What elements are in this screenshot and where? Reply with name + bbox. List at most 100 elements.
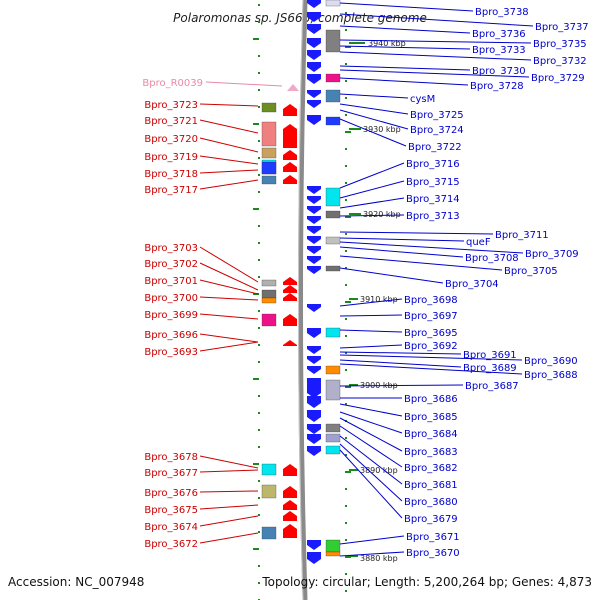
label-leader-line [339, 354, 523, 361]
label-leader-line [339, 13, 534, 27]
reverse-gene-label[interactable]: Bpro_3719 [144, 152, 198, 163]
forward-gene-label[interactable]: Bpro_3697 [404, 311, 458, 322]
forward-gene-block [325, 423, 341, 433]
right-tick [345, 522, 347, 524]
forward-gene-block [325, 433, 341, 443]
left-tick [258, 531, 260, 533]
label-leader-line [339, 384, 464, 387]
forward-gene-block [325, 265, 341, 272]
reverse-gene-label[interactable]: Bpro_3678 [144, 452, 198, 463]
reverse-gene-block [261, 121, 277, 147]
reverse-gene-arrow [283, 150, 297, 160]
right-tick [345, 301, 351, 303]
forward-gene-label[interactable]: Bpro_3738 [475, 7, 529, 18]
forward-gene-label[interactable]: Bpro_3725 [410, 110, 464, 121]
reverse-gene-label[interactable]: Bpro_3703 [144, 243, 198, 254]
forward-gene-label[interactable]: Bpro_3709 [525, 249, 579, 260]
forward-gene-label[interactable]: Bpro_3684 [404, 429, 458, 440]
forward-gene-label[interactable]: Bpro_3680 [404, 497, 458, 508]
forward-gene-label[interactable]: Bpro_3690 [524, 356, 578, 367]
forward-gene-label[interactable]: Bpro_3671 [406, 532, 460, 543]
forward-gene-label[interactable]: Bpro_3681 [404, 480, 458, 491]
forward-gene-label[interactable]: Bpro_3692 [404, 341, 458, 352]
kbp-label-3880: 3880 kbp [360, 554, 398, 563]
reverse-gene-block [261, 484, 277, 499]
reverse-gene-label[interactable]: Bpro_3700 [144, 293, 198, 304]
forward-gene-label[interactable]: Bpro_3714 [406, 194, 460, 205]
forward-gene-label[interactable]: Bpro_3711 [495, 230, 549, 241]
rna-gene-label[interactable]: Bpro_R0039 [142, 78, 203, 89]
reverse-gene-label[interactable]: Bpro_3676 [144, 488, 198, 499]
forward-gene-label[interactable]: Bpro_3728 [470, 81, 524, 92]
reverse-gene-label[interactable]: Bpro_3720 [144, 134, 198, 145]
reverse-gene-label[interactable]: Bpro_3718 [144, 169, 198, 180]
forward-gene-label[interactable]: Bpro_3679 [404, 514, 458, 525]
forward-gene-label[interactable]: Bpro_3736 [472, 29, 526, 40]
reverse-gene-label[interactable]: Bpro_3717 [144, 185, 198, 196]
reverse-gene-label[interactable]: Bpro_3721 [144, 116, 198, 127]
label-leader-line [199, 313, 259, 320]
forward-gene-label[interactable]: Bpro_3683 [404, 447, 458, 458]
forward-gene-label[interactable]: Bpro_3686 [404, 394, 458, 405]
left-tick [258, 89, 260, 91]
reverse-gene-label[interactable]: Bpro_3672 [144, 539, 198, 550]
forward-gene-label[interactable]: Bpro_3704 [445, 279, 499, 290]
forward-gene-label[interactable]: Bpro_3724 [410, 125, 464, 136]
reverse-gene-label[interactable]: Bpro_3675 [144, 505, 198, 516]
forward-gene-label[interactable]: Bpro_3708 [465, 253, 519, 264]
accession-text: Accession: NC_007948 [8, 575, 144, 589]
forward-gene-label[interactable]: Bpro_3685 [404, 412, 458, 423]
reverse-gene-label[interactable]: Bpro_3693 [144, 347, 198, 358]
left-tick [258, 446, 260, 448]
right-tick [345, 352, 347, 354]
left-tick [258, 21, 260, 23]
label-leader-line [199, 137, 259, 153]
forward-gene-label[interactable]: Bpro_3691 [463, 350, 517, 361]
forward-gene-label[interactable]: queF [466, 237, 491, 248]
left-tick [258, 429, 260, 431]
label-leader-line [339, 351, 462, 355]
right-tick [345, 199, 347, 201]
forward-gene-label[interactable]: Bpro_3729 [531, 73, 585, 84]
right-tick [345, 471, 351, 473]
reverse-gene-block [261, 279, 277, 287]
label-leader-line [199, 103, 259, 107]
label-leader-line [205, 81, 283, 87]
reverse-gene-label[interactable]: Bpro_3702 [144, 259, 198, 270]
forward-gene-label[interactable]: Bpro_3735 [533, 39, 587, 50]
forward-gene-label[interactable]: Bpro_3733 [472, 45, 526, 56]
forward-gene-label[interactable]: Bpro_3688 [524, 370, 578, 381]
forward-gene-label[interactable]: Bpro_3670 [406, 548, 460, 559]
right-tick [345, 80, 347, 82]
forward-gene-label[interactable]: Bpro_3716 [406, 159, 460, 170]
label-leader-line [199, 341, 259, 352]
right-tick [345, 369, 347, 371]
right-tick [345, 386, 351, 388]
reverse-gene-block [261, 147, 277, 159]
kbp-label-3940: 3940 kbp [368, 39, 406, 48]
right-tick [345, 165, 347, 167]
reverse-gene-block [261, 161, 277, 175]
forward-gene-label[interactable]: Bpro_3732 [533, 56, 587, 67]
reverse-gene-label[interactable]: Bpro_3701 [144, 276, 198, 287]
reverse-gene-label[interactable]: Bpro_3674 [144, 522, 198, 533]
label-leader-line [339, 403, 403, 417]
reverse-gene-label[interactable]: Bpro_3696 [144, 330, 198, 341]
forward-gene-label[interactable]: cysM [410, 94, 435, 105]
forward-gene-label[interactable]: Bpro_3722 [408, 142, 462, 153]
forward-gene-label[interactable]: Bpro_3737 [535, 22, 589, 33]
forward-gene-label[interactable]: Bpro_3730 [472, 66, 526, 77]
forward-gene-label[interactable]: Bpro_3695 [404, 328, 458, 339]
reverse-gene-arrow [283, 524, 297, 538]
forward-gene-label[interactable]: Bpro_3682 [404, 463, 458, 474]
reverse-gene-label[interactable]: Bpro_3723 [144, 100, 198, 111]
forward-gene-label[interactable]: Bpro_3687 [465, 381, 519, 392]
reverse-gene-label[interactable]: Bpro_3699 [144, 310, 198, 321]
forward-gene-label[interactable]: Bpro_3689 [463, 363, 517, 374]
forward-gene-label[interactable]: Bpro_3715 [406, 177, 460, 188]
left-tick [253, 123, 259, 125]
reverse-gene-label[interactable]: Bpro_3677 [144, 468, 198, 479]
forward-gene-label[interactable]: Bpro_3705 [504, 266, 558, 277]
forward-gene-label[interactable]: Bpro_3713 [406, 211, 460, 222]
forward-gene-label[interactable]: Bpro_3698 [404, 295, 458, 306]
